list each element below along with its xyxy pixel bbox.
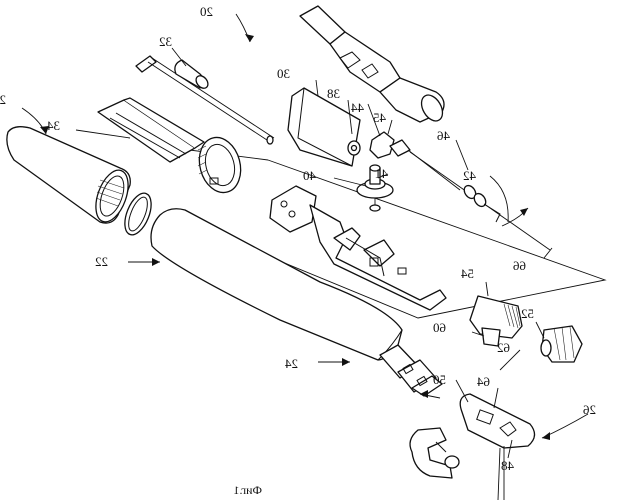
leader-lines [21,13,589,459]
label-20: 20 [200,4,213,19]
part-frame-bracket [269,185,447,311]
label-34: 34 [47,118,61,133]
label-52: 52 [521,306,534,321]
part-22-handle-body [150,208,403,361]
part-52-knob [540,325,583,363]
label-22: 22 [95,254,108,269]
part-32-battery-contact [135,55,275,145]
label-45: 45 [373,110,386,125]
label-42: 42 [463,168,476,183]
part-24-connector [379,344,443,397]
part-34-chassis [97,97,242,194]
label-30: 30 [277,66,290,81]
label-48: 48 [501,458,514,473]
label-32: 32 [159,34,172,49]
label-41: 41 [375,166,388,181]
label-28: 28 [0,92,6,107]
label-60: 60 [433,320,446,335]
label-26: 26 [583,402,597,417]
label-38: 38 [327,86,340,101]
part-30-motor [287,87,361,167]
label-40: 40 [303,168,316,183]
label-66: 66 [513,258,527,273]
label-50: 50 [433,372,446,387]
label-64: 64 [477,374,491,389]
part-54-button [469,295,523,347]
label-24: 24 [285,356,299,371]
part-28-cap [6,126,131,224]
part-20-head-tube [299,5,445,123]
part-26-clip [409,427,460,479]
label-54: 54 [461,266,475,281]
part-46-drive-shaft [409,151,551,251]
arrowheads [40,34,550,440]
part-48-base-plate [459,393,536,500]
reference-labels: 20 28 32 30 34 38 44 45 40 41 46 42 66 2… [0,4,596,497]
label-46: 46 [437,128,451,143]
part-40-gear [356,164,394,212]
label-62: 62 [497,340,510,355]
o-ring [124,192,152,236]
figure-caption: Фиг.1 [234,483,262,497]
label-44: 44 [351,100,365,115]
